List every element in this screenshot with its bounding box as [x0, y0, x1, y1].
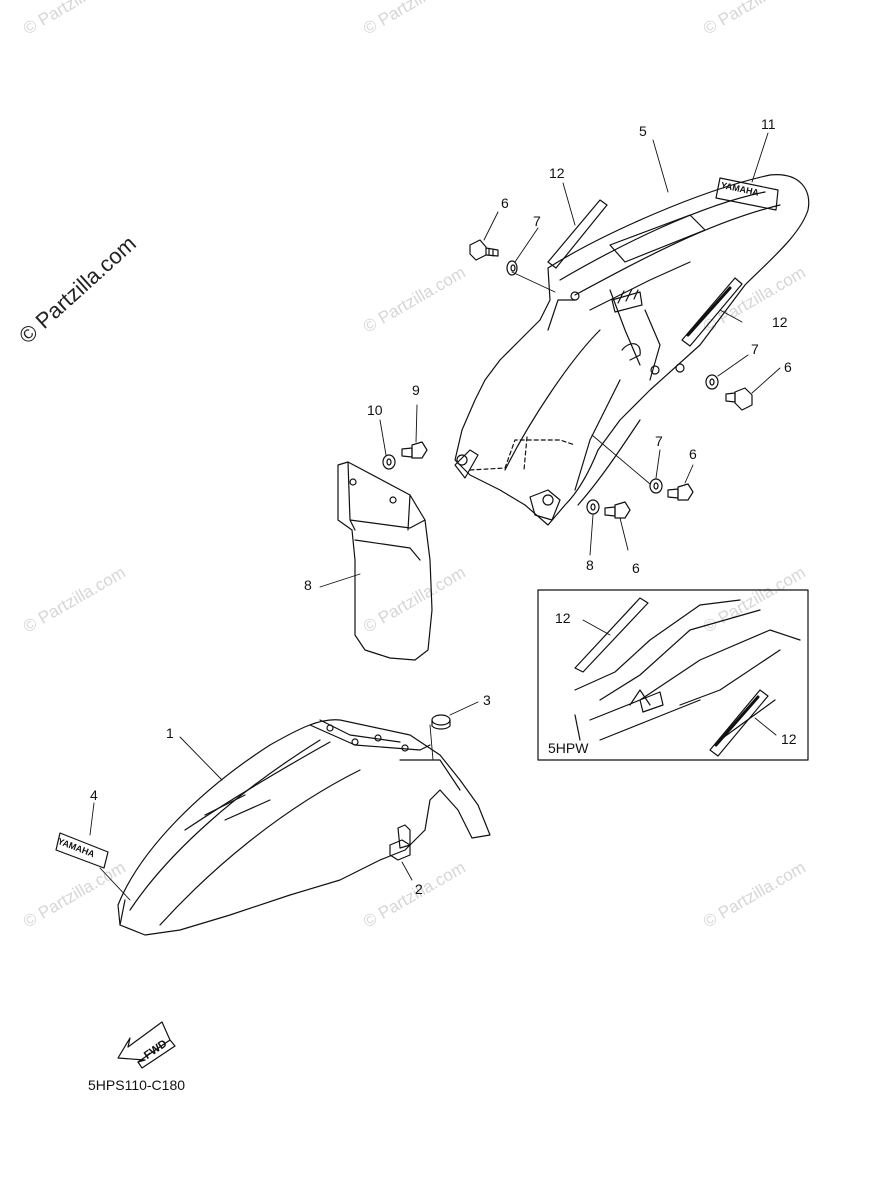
- inset-decal-12-side[interactable]: [709, 689, 769, 757]
- fwd-arrow-icon: [117, 1021, 176, 1069]
- callout-4[interactable]: 4: [90, 787, 98, 803]
- callout-12[interactable]: 12: [772, 314, 788, 330]
- bolt-6-b[interactable]: [725, 387, 753, 411]
- leader-lines-flap: [319, 404, 418, 588]
- decal-12-side[interactable]: [681, 277, 743, 347]
- washer-7-b[interactable]: [705, 374, 719, 390]
- leader-lines-rear: [483, 132, 781, 556]
- bolt-6-a[interactable]: [469, 239, 499, 261]
- washer-7-d[interactable]: [586, 499, 600, 515]
- inset-model-label: 5HPW: [548, 740, 589, 756]
- rear-fender[interactable]: [454, 174, 810, 526]
- washer-10[interactable]: [382, 454, 396, 470]
- bolt-9[interactable]: [401, 441, 428, 459]
- decal-4[interactable]: [55, 832, 109, 869]
- callout-6[interactable]: 6: [784, 359, 792, 375]
- diagram-code: 5HPS110-C180: [88, 1077, 186, 1093]
- decal-11[interactable]: [715, 177, 779, 211]
- callout-5[interactable]: 5: [639, 123, 647, 139]
- callout-1[interactable]: 1: [166, 725, 174, 741]
- callout-12[interactable]: 12: [549, 165, 565, 181]
- callout-6[interactable]: 6: [501, 195, 509, 211]
- mud-flap[interactable]: [337, 461, 433, 661]
- decal-12-upper[interactable]: [547, 199, 608, 269]
- washer-7-a[interactable]: [506, 260, 518, 276]
- washer-7-c[interactable]: [649, 478, 663, 494]
- leader-lines-inset: [582, 619, 777, 736]
- callout-8[interactable]: 8: [304, 577, 312, 593]
- callout-7[interactable]: 7: [533, 213, 541, 229]
- inset-box: [537, 589, 809, 761]
- callout-7[interactable]: 8: [586, 557, 594, 573]
- callout-12[interactable]: 12: [781, 731, 797, 747]
- bolt-6-c[interactable]: [667, 483, 694, 501]
- leader-lines-front: [89, 701, 479, 901]
- callout-7[interactable]: 7: [751, 341, 759, 357]
- callout-10[interactable]: 10: [367, 402, 383, 418]
- callout-6[interactable]: 6: [632, 560, 640, 576]
- grommet-3[interactable]: [431, 714, 451, 730]
- inset-decal-12-upper[interactable]: [574, 597, 649, 673]
- bolt-2[interactable]: [389, 824, 411, 861]
- callout-12[interactable]: 12: [555, 610, 571, 626]
- callout-2[interactable]: 2: [415, 881, 423, 897]
- callout-3[interactable]: 3: [483, 692, 491, 708]
- front-fender[interactable]: [117, 719, 491, 936]
- callout-9[interactable]: 9: [412, 382, 420, 398]
- bolt-6-d[interactable]: [604, 501, 631, 519]
- callout-11[interactable]: 11: [761, 116, 776, 132]
- callout-7[interactable]: 7: [655, 433, 663, 449]
- callout-6[interactable]: 6: [689, 446, 697, 462]
